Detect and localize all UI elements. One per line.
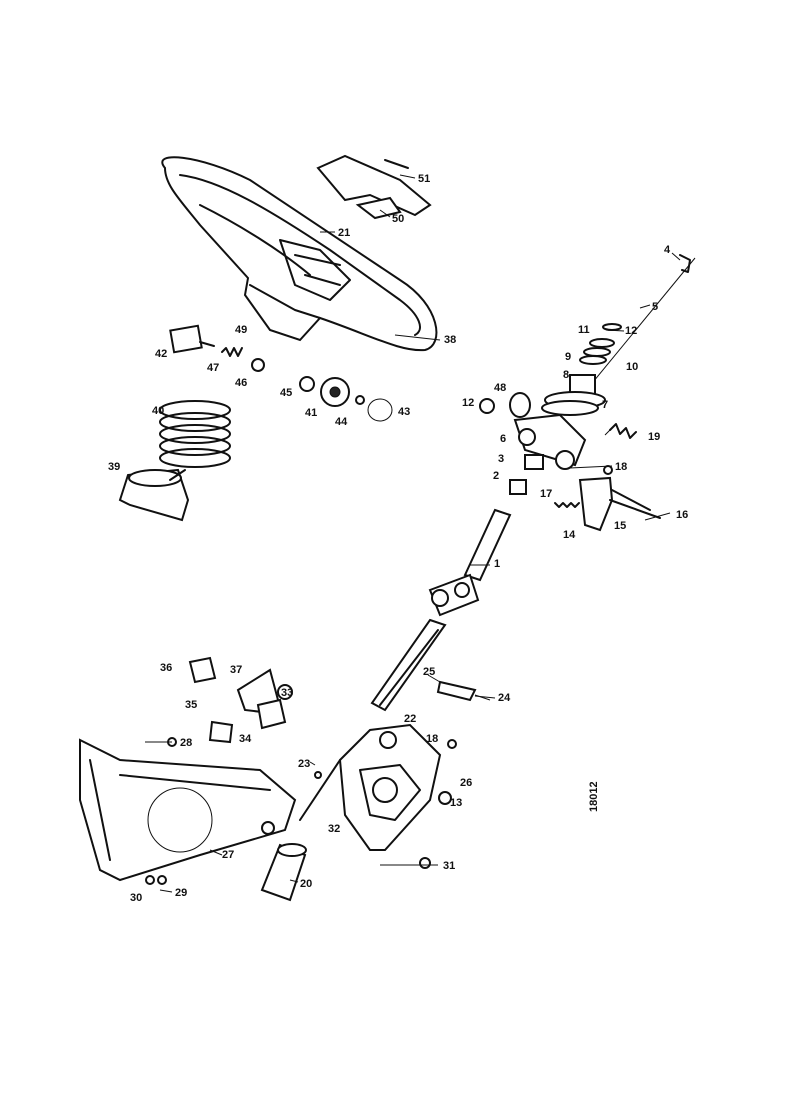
callout-30: 30 bbox=[130, 892, 142, 904]
callout-10: 10 bbox=[626, 361, 638, 373]
callout-33: 33 bbox=[281, 687, 293, 699]
column-tube bbox=[260, 759, 341, 902]
callout-24: 24 bbox=[498, 692, 511, 704]
switch-stalk bbox=[554, 423, 661, 532]
callout-42: 42 bbox=[155, 348, 167, 360]
upper-column-parts bbox=[479, 254, 696, 495]
callout-5: 5 bbox=[652, 301, 658, 313]
callout-49: 49 bbox=[235, 324, 247, 336]
callout-25: 25 bbox=[423, 666, 435, 678]
callout-13: 13 bbox=[450, 797, 462, 809]
callout-20: 20 bbox=[300, 878, 312, 890]
callout-2: 2 bbox=[493, 470, 499, 482]
column-bracket bbox=[314, 680, 491, 851]
callout-44: 44 bbox=[335, 416, 348, 428]
callout-51: 51 bbox=[418, 173, 430, 185]
callout-37: 37 bbox=[230, 664, 242, 676]
callout-3: 3 bbox=[498, 453, 504, 465]
callout-34: 34 bbox=[239, 733, 252, 745]
callout-43: 43 bbox=[398, 406, 410, 418]
callout-labels: 51 50 21 4 5 11 12 38 49 42 47 46 9 10 8… bbox=[108, 173, 688, 904]
callout-4: 4 bbox=[664, 244, 671, 256]
callout-29: 29 bbox=[175, 887, 187, 899]
callout-48: 48 bbox=[494, 382, 506, 394]
callout-31: 31 bbox=[443, 860, 455, 872]
callout-47: 47 bbox=[207, 362, 219, 374]
callout-16: 16 bbox=[676, 509, 688, 521]
column-shroud bbox=[79, 737, 431, 885]
callout-26: 26 bbox=[460, 777, 472, 789]
ignition-lock bbox=[188, 656, 293, 744]
callout-27: 27 bbox=[222, 849, 234, 861]
callout-22: 22 bbox=[404, 713, 416, 725]
callout-40: 40 bbox=[152, 405, 164, 417]
callout-38: 38 bbox=[444, 334, 456, 346]
callout-9: 9 bbox=[565, 351, 571, 363]
callout-18-bottom: 18 bbox=[426, 733, 438, 745]
callout-11: 11 bbox=[578, 324, 590, 336]
callout-23: 23 bbox=[298, 758, 310, 770]
callout-18-top: 18 bbox=[615, 461, 627, 473]
callout-1: 1 bbox=[494, 558, 500, 570]
callout-17: 17 bbox=[540, 488, 552, 500]
leader-lines bbox=[145, 174, 681, 893]
callout-46: 46 bbox=[235, 377, 247, 389]
callout-8: 8 bbox=[563, 369, 569, 381]
spring-housing bbox=[118, 468, 190, 522]
callout-35: 35 bbox=[185, 699, 197, 711]
callout-19: 19 bbox=[648, 431, 660, 443]
steering-column bbox=[370, 508, 512, 712]
callout-6: 6 bbox=[500, 433, 506, 445]
callout-32: 32 bbox=[328, 823, 340, 835]
steering-wheel bbox=[161, 156, 438, 352]
callout-28: 28 bbox=[180, 737, 192, 749]
callout-15: 15 bbox=[614, 520, 626, 532]
coil-spring bbox=[159, 400, 231, 468]
callout-7: 7 bbox=[602, 399, 608, 411]
callout-12-top: 12 bbox=[625, 325, 637, 337]
callout-45: 45 bbox=[280, 387, 292, 399]
callout-39: 39 bbox=[108, 461, 120, 473]
horn-pad bbox=[316, 154, 432, 220]
callout-41: 41 bbox=[305, 407, 317, 419]
callout-12-left: 12 bbox=[462, 397, 474, 409]
callout-21: 21 bbox=[338, 227, 350, 239]
callout-36: 36 bbox=[160, 662, 172, 674]
callout-14: 14 bbox=[563, 529, 576, 541]
callout-50: 50 bbox=[392, 213, 404, 225]
horn-contact-assembly bbox=[169, 324, 393, 422]
drawing-reference-number: 18012 bbox=[588, 781, 600, 812]
